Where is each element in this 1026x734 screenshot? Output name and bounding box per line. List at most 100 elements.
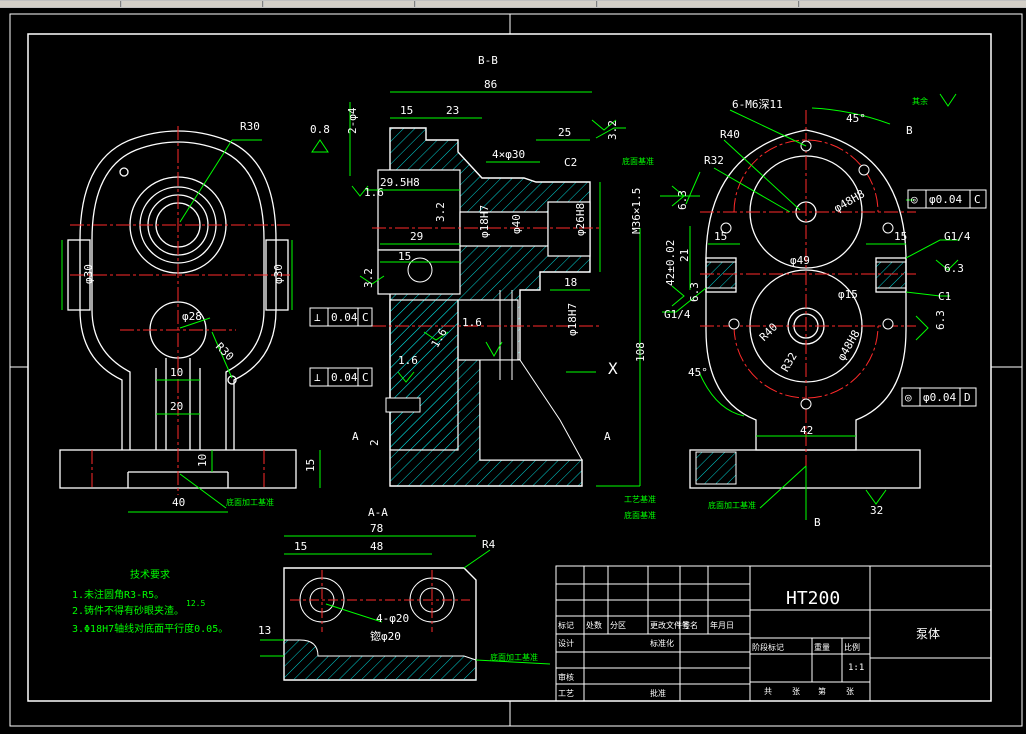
cad-x-marker: X — [608, 359, 618, 378]
dim-6.3b: 6.3 — [944, 262, 964, 275]
svg-text:◎: ◎ — [911, 193, 918, 206]
gtol-3-datum: C — [974, 193, 981, 206]
svg-text:标记: 标记 — [558, 620, 574, 630]
dim-r40: R40 — [720, 128, 740, 141]
dim-6.3a: 6.3 — [676, 190, 689, 210]
svg-text:⊥: ⊥ — [314, 371, 321, 384]
dim-108: 108 — [634, 342, 647, 362]
section-aa — [283, 567, 477, 681]
dim-15l: 15 — [894, 230, 907, 243]
toolbar-segment[interactable] — [264, 1, 415, 7]
toolbar-segment[interactable] — [800, 1, 1026, 7]
dim-10b: 10 — [196, 454, 209, 467]
cut-a-right: A — [604, 430, 611, 443]
toolbar-segment[interactable] — [122, 1, 263, 7]
dim-10: 10 — [170, 366, 183, 379]
dim-6.3c: 6.3 — [934, 310, 947, 330]
svg-text:批准: 批准 — [650, 688, 666, 698]
window-top-strip — [0, 0, 1026, 8]
cad-drawing: R30 φ30 φ30 φ28 R30 10 20 10 15 40 底面加工基… — [9, 13, 1023, 727]
dim-phi40: φ40 — [510, 214, 523, 234]
svg-text:共: 共 — [764, 687, 772, 696]
dim-g14a: G1/4 — [944, 230, 971, 243]
cut-a-left: A — [352, 430, 359, 443]
title-block-text: 标记 处数 分区 更改文件号 签名 年月日 设计 标准化 审核 工艺 批准 阶段… — [558, 620, 860, 698]
dim-6m6: 6-M6深11 — [732, 98, 783, 111]
svg-text:⊥: ⊥ — [314, 311, 321, 324]
dim-32: 32 — [870, 504, 883, 517]
dim-r4: R4 — [482, 538, 496, 551]
gtol-4-value: φ0.04 — [923, 391, 956, 404]
dim-phi30-right: φ30 — [272, 264, 285, 284]
svg-text:分区: 分区 — [610, 621, 626, 630]
dim-45b: 45° — [688, 366, 708, 379]
gtol-3-value: φ0.04 — [929, 193, 962, 206]
left-dims — [61, 139, 321, 513]
dim-15: 15 — [304, 459, 317, 472]
svg-text:设计: 设计 — [558, 638, 574, 648]
scale-value: 1:1 — [848, 663, 864, 673]
bolt-holes — [720, 140, 894, 410]
gtol-2-datum: C — [362, 371, 369, 384]
dim-18h7b: φ18H7 — [566, 303, 579, 336]
dim-1.6a: 1.6 — [364, 186, 384, 199]
dim-23: 23 — [446, 104, 459, 117]
svg-text:重量: 重量 — [814, 642, 830, 652]
svg-text:第: 第 — [818, 686, 826, 696]
gtol-1-datum: C — [362, 311, 369, 324]
toolbar-segment[interactable] — [598, 1, 799, 7]
dim-40: 40 — [172, 496, 185, 509]
dim-r30: R30 — [240, 120, 260, 133]
dim-18h7: φ18H7 — [478, 205, 491, 238]
drawing-canvas[interactable]: R30 φ30 φ30 φ28 R30 10 20 10 15 40 底面加工基… — [0, 8, 1026, 730]
leader-note-4: 底面基准 — [624, 510, 656, 520]
leader-note-6: 底面加工基准 — [490, 652, 538, 662]
material-label: HT200 — [786, 588, 840, 609]
gtol-2-value: 0.04 — [331, 371, 358, 384]
dim-18: 18 — [564, 276, 577, 289]
note-3: 3.Φ18H7轴线对底面平行度0.05。 — [72, 622, 228, 635]
dim-42: 42±0.02 — [664, 240, 677, 286]
section-bb-label: B-B — [478, 54, 498, 67]
dim-m36: M36×1.5 — [630, 188, 643, 234]
dim-15r: 15 — [714, 230, 727, 243]
outer-frame — [9, 13, 1023, 727]
gtol-4-datum: D — [964, 391, 971, 404]
dim-78: 78 — [370, 522, 383, 535]
left-centerlines — [70, 126, 290, 495]
dim-25: 25 — [558, 126, 571, 139]
svg-text:年月日: 年月日 — [710, 620, 734, 630]
dim-15aa: 15 — [294, 540, 307, 553]
svg-text:比例: 比例 — [844, 642, 860, 652]
leader-note-3: 工艺基准 — [624, 494, 656, 504]
dim-r32b: R32 — [779, 350, 800, 374]
notes-heading: 技术要求 — [130, 568, 170, 581]
section-bb — [377, 127, 591, 487]
dim-r32: R32 — [704, 154, 724, 167]
toolbar-segment[interactable] — [0, 1, 121, 7]
dim-2phi4: 2-φ4 — [346, 107, 359, 134]
leader-note-2: 底面基准 — [622, 156, 654, 166]
svg-text:张: 张 — [846, 687, 854, 696]
cut-b-bottom: B — [814, 516, 821, 529]
svg-text:张: 张 — [792, 687, 800, 696]
dim-3.2: 3.2 — [606, 120, 619, 140]
dim-21: 21 — [678, 249, 691, 262]
svg-text:工艺: 工艺 — [558, 689, 574, 698]
dim-phi28: φ28 — [182, 310, 202, 323]
dim-1.6d: 1.6 — [398, 354, 418, 367]
dim-15b: 15 — [398, 250, 411, 263]
dim-phi15: φ15 — [838, 288, 858, 301]
svg-text:审核: 审核 — [558, 672, 574, 682]
svg-text:更改文件号: 更改文件号 — [650, 620, 690, 630]
section-aa-label: A-A — [368, 506, 388, 519]
dim-3.2c: 3.2 — [362, 268, 375, 288]
gtol-frames — [309, 307, 373, 387]
leader-note-5: 底面加工基准 — [708, 500, 756, 510]
left-view — [59, 130, 297, 489]
dim-c2: C2 — [564, 156, 577, 169]
dim-r40b: R40 — [757, 321, 780, 344]
toolbar-segment[interactable] — [416, 1, 597, 7]
svg-text:◎: ◎ — [905, 391, 912, 404]
dim-g14b: G1/4 — [664, 308, 691, 321]
